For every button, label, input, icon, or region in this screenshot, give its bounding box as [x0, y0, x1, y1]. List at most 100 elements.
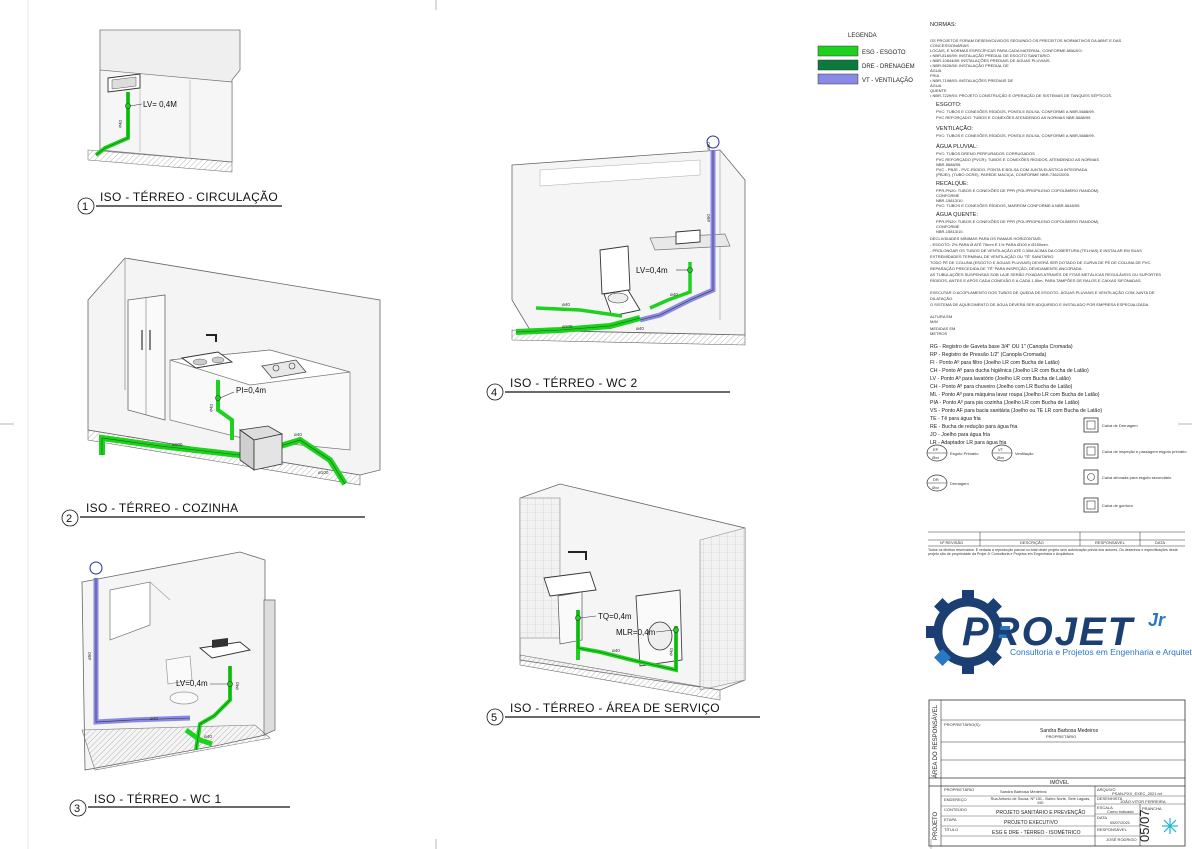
code-line: TE - Tê para água fria — [930, 416, 981, 422]
legend-swatch-esg — [817, 45, 859, 57]
view-2-title: ISO - TÉRREO - COZINHA — [86, 500, 238, 515]
note-line: M/M — [930, 319, 938, 324]
owner-name: Sandra Barbosa Medeiros — [1040, 728, 1099, 734]
note-line: PVC REFORÇADO: TUBOS E CONEXÕES ATENDEND… — [936, 115, 1091, 120]
note-head: ÁGUA PLUVIAL: — [936, 143, 978, 150]
note-head: ÁGUA QUENTE: — [936, 211, 978, 218]
box-label: Caixa sifonada para esgoto secundário — [1102, 475, 1172, 480]
row-value: JOÃO VITOR FERREIRA — [1120, 799, 1166, 804]
note-line: TODO PÉ DE COLUNA (ESGOTO E ÁGUAS PLUVIA… — [930, 260, 1151, 265]
legend-swatch-vt — [817, 73, 859, 85]
note-line: FRIA — [930, 73, 939, 78]
box-label: Caixa de gordura — [1102, 503, 1133, 508]
label-lv-wc1: LV=0,4m — [176, 679, 208, 688]
title-block-projeto: PROJETO — [933, 811, 939, 840]
revision-header: DATA — [1155, 540, 1165, 545]
note-head: VENTILAÇÃO: — [936, 125, 973, 132]
label-d40a-cozinha: ø40 — [208, 403, 214, 412]
row-label: RESPONSÁVEL — [1097, 827, 1128, 832]
revision-disclaimer-box: Todos os direitos reservados. É vedada a… — [928, 548, 1178, 556]
row-label: ENDEREÇO — [944, 797, 967, 802]
view-1-number: 1 — [82, 201, 88, 213]
note-head: ALTURA EM — [930, 314, 952, 319]
logo-main-text: PROJET — [962, 610, 1136, 654]
note-line: LOCAIS, E NORMAS ESPECÍFICAS PARA CADA M… — [930, 48, 1083, 53]
label-d50a-wc2: ø50 — [706, 214, 711, 222]
note-line: PVC: TUBOS E CONEXÕES RÍGIDOS, PONTA E B… — [936, 133, 1095, 138]
address-box: Rua Antonio de Sousa, Nº 151 - Bairro No… — [990, 797, 1091, 806]
note-line: PVC REFORÇADO (PVCR): TUBOS E CONEXÕES R… — [936, 157, 1099, 162]
row-value: Rua Antonio de Sousa, Nº 151 - Bairro No… — [990, 797, 1091, 806]
label-d40a-wc1: ø40 — [234, 681, 240, 690]
box-caixa-sifonada: Caixa sifonada para esgoto secundário — [1083, 469, 1172, 485]
notes-esgoto: ESGOTO: PVC: TUBOS E CONEXÕES RÍGIDOS, P… — [936, 102, 1095, 120]
iso-view-area-servico: TQ=0,4m MLR=0,4m ø40 ø40 5 ISO - TÉRREO … — [486, 483, 760, 726]
row-label: DESENHISTA — [1097, 796, 1123, 801]
symbol-key: EP Øxx Esgoto Primário VT Øxx Ventilação… — [926, 417, 1187, 513]
note-line: EXTREMIDADES TERMINAL DE VENTILAÇÃO OU '… — [930, 254, 1054, 259]
label-d40b-area: ø40 — [668, 647, 674, 656]
symbol-sub: Øxx — [932, 485, 939, 490]
symbol-esgoto-primario: EP Øxx Esgoto Primário — [926, 444, 979, 462]
note-line: NBR-5688/99. — [936, 162, 961, 167]
view-4-title: ISO - TÉRREO - WC 2 — [510, 375, 638, 390]
code-line: PIA - Ponto Aº para pia cozinha (Joelho … — [930, 400, 1080, 406]
projet-jr-logo: PROJET Jr Consultoria e Projetos em Enge… — [926, 590, 1192, 674]
iso-view-circulacao: LV= 0,4M ø40 1 ISO - TÉRREO - CIRCULAÇÃO — [77, 29, 282, 215]
notes-block: NORMAS: OS PROJETOS FORAM DESENVOLVIDOS … — [930, 22, 1161, 446]
note-line: NBR-15813/10. — [936, 229, 964, 234]
row-label: ETAPA — [944, 817, 957, 822]
note-head: RECALQUE: — [936, 181, 969, 187]
row-value: PROJETO SANITÁRIO E PREVENÇÃO — [996, 809, 1085, 816]
code-line: FI - Ponto Aº para filtro (Joelho LR com… — [930, 360, 1060, 366]
label-pi-cozinha: PI=0,4m — [236, 386, 266, 395]
view-5-title: ISO - TÉRREO - ÁREA DE SERVIÇO — [510, 700, 720, 715]
note-line: • NBR-5626/98: INSTALAÇÃO PREDIAL DE — [930, 63, 1009, 68]
label-lv-wc2: LV=0,4m — [636, 266, 668, 275]
code-line: ML - Ponto Aº para máquina lavar roupa (… — [930, 392, 1100, 398]
notes-title: NORMAS: — [930, 22, 957, 28]
note-line: DILATAÇÃO. — [930, 296, 953, 301]
note-line: • NBR-8160/99: INSTALAÇÃO PREDIAL DE ESG… — [930, 53, 1051, 58]
legend-item-dre: DRE - DRENAGEM — [862, 64, 915, 70]
iso-view-wc2: LV=0,4m ø40 ø40 ø100 ø50 ø40 ø50 4 ISO -… — [486, 135, 746, 401]
symbol-tag: EP — [933, 447, 939, 452]
label-tq-area: TQ=0,4m — [598, 612, 632, 621]
code-line: LR - Adaptador LR para água fria — [930, 440, 1007, 446]
code-line: RE - Bucha de redução para água fria — [930, 424, 1017, 430]
owner-label: PROPRIETÁRIO(S): — [944, 722, 981, 727]
code-line: RP - Registro de Pressão 1/2" (Canopla C… — [930, 352, 1046, 358]
note-line: MEDIDAS EM — [930, 326, 955, 331]
box-label: Caixa de inspeção e passagem esgoto prim… — [1102, 449, 1187, 454]
legend-title: LEGENDA — [848, 33, 877, 39]
note-head: DECLIVIDADES MÍNIMAS PARA OS RAMAIS HORI… — [930, 236, 1042, 241]
view-3-title: ISO - TÉRREO - WC 1 — [94, 791, 222, 806]
legend-swatch-dre — [817, 59, 859, 71]
label-mlr-area: MLR=0,4m — [616, 628, 656, 637]
view-1-title: ISO - TÉRREO - CIRCULAÇÃO — [100, 189, 278, 204]
row-label: CONTEÚDO — [944, 807, 967, 812]
row-value: PROJETO EXECUTIVO — [1004, 820, 1058, 826]
legend: LEGENDA ESG - ESGOTO DRE - DRENAGEM VT -… — [817, 33, 915, 85]
row-value: Sandra Barbosa Medeiros — [1000, 789, 1046, 794]
label-d40c-wc1: ø40 — [204, 734, 212, 739]
title-block-right-rows: ARQUIVO PSAN-PXX_EXEC_2021.rvt DESENHIST… — [1095, 787, 1185, 842]
legend-item-vt: VT - VENTILAÇÃO — [862, 77, 913, 84]
iso-view-wc1: LV=0,4m ø40 ø40 ø50 ø40 3 ISO - TÉRREO -… — [69, 551, 290, 817]
symbol-label: Esgoto Primário — [950, 451, 979, 456]
symbol-drenagem: DR Øxx Drenagem — [926, 474, 969, 492]
note-line: QUENTE — [930, 88, 947, 93]
note-head: ESGOTO: — [936, 102, 962, 108]
row-label: DATA — [1097, 815, 1107, 820]
box-caixa-gordura: Caixa de gordura — [1083, 497, 1133, 513]
note-line: PVC - PBJE - PVC-RÍGIDO, PONTA E BOLSA C… — [936, 167, 1088, 172]
label-d100a-cozinha: ø100 — [172, 442, 183, 447]
notes-declividades: DECLIVIDADES MÍNIMAS PARA OS RAMAIS HORI… — [930, 236, 1161, 307]
note-line: PVC: TUBOS E CONEXÕES RÍGIDOS, MARROM CO… — [936, 203, 1080, 208]
label-d40-circulacao: ø40 — [117, 119, 123, 128]
note-line: EXECUTAR O ACOPLAMENTO DOS TUBOS DE QUED… — [930, 290, 1155, 295]
notes-codes: RG - Registro de Gaveta base 3/4" OU 1" … — [930, 344, 1102, 446]
note-line: ÁGUA — [930, 68, 942, 73]
label-d100b-cozinha: ø100 — [318, 470, 329, 475]
label-d40a-wc2: ø40 — [562, 302, 570, 307]
